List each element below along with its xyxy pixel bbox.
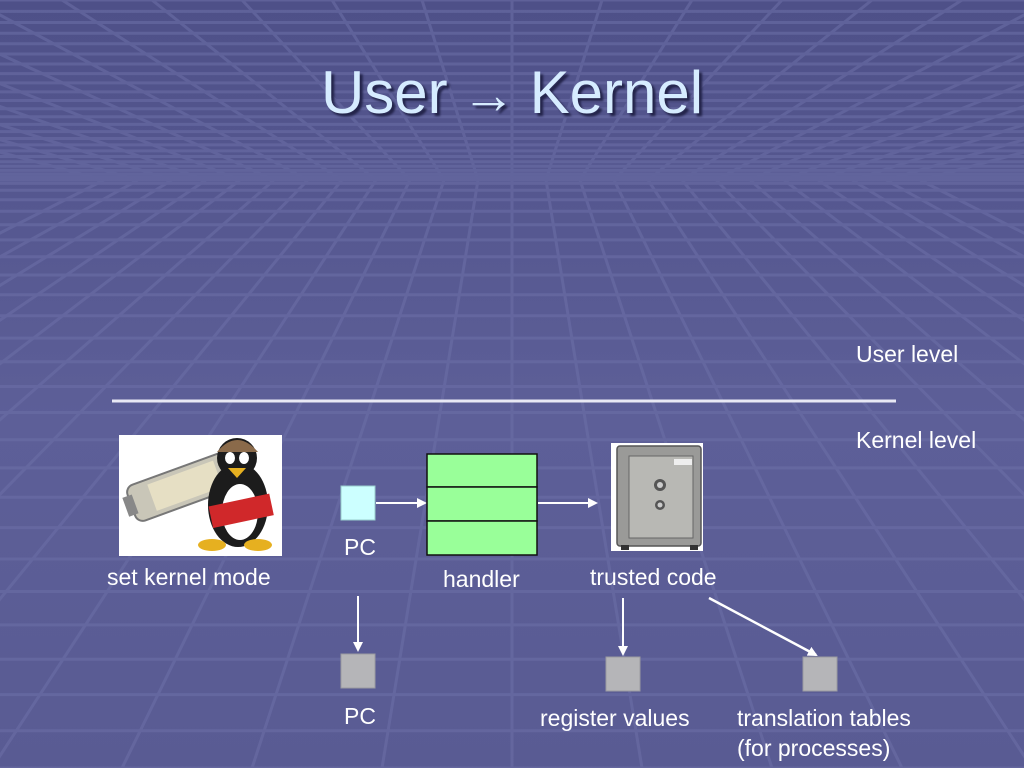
pc-label-top: PC bbox=[344, 534, 376, 560]
trusted-code-label: trusted code bbox=[590, 564, 717, 590]
arrow-to-translation-tables bbox=[708, 596, 818, 657]
set-kernel-mode-label: set kernel mode bbox=[107, 564, 271, 590]
handler-stack bbox=[426, 453, 538, 556]
safe-image bbox=[611, 443, 703, 551]
translation-tables-box bbox=[802, 656, 838, 692]
register-values-label: register values bbox=[540, 705, 690, 731]
kernel-level-label: Kernel level bbox=[856, 427, 977, 453]
register-values-box bbox=[605, 656, 641, 692]
translation-tables-sublabel: (for processes) bbox=[737, 735, 891, 761]
slide-title: User→Kernel bbox=[0, 58, 1024, 127]
handler-label: handler bbox=[443, 566, 520, 592]
pc-label-bottom: PC bbox=[344, 703, 376, 729]
user-level-label: User level bbox=[856, 341, 959, 367]
title-kernel: Kernel bbox=[529, 59, 704, 126]
title-user: User bbox=[320, 59, 448, 126]
pc-saved-box bbox=[340, 653, 376, 689]
penguin-image bbox=[119, 435, 282, 556]
pc-register-box bbox=[340, 485, 376, 521]
translation-tables-label: translation tables bbox=[737, 705, 911, 731]
arrow-right-icon: → bbox=[461, 65, 516, 125]
